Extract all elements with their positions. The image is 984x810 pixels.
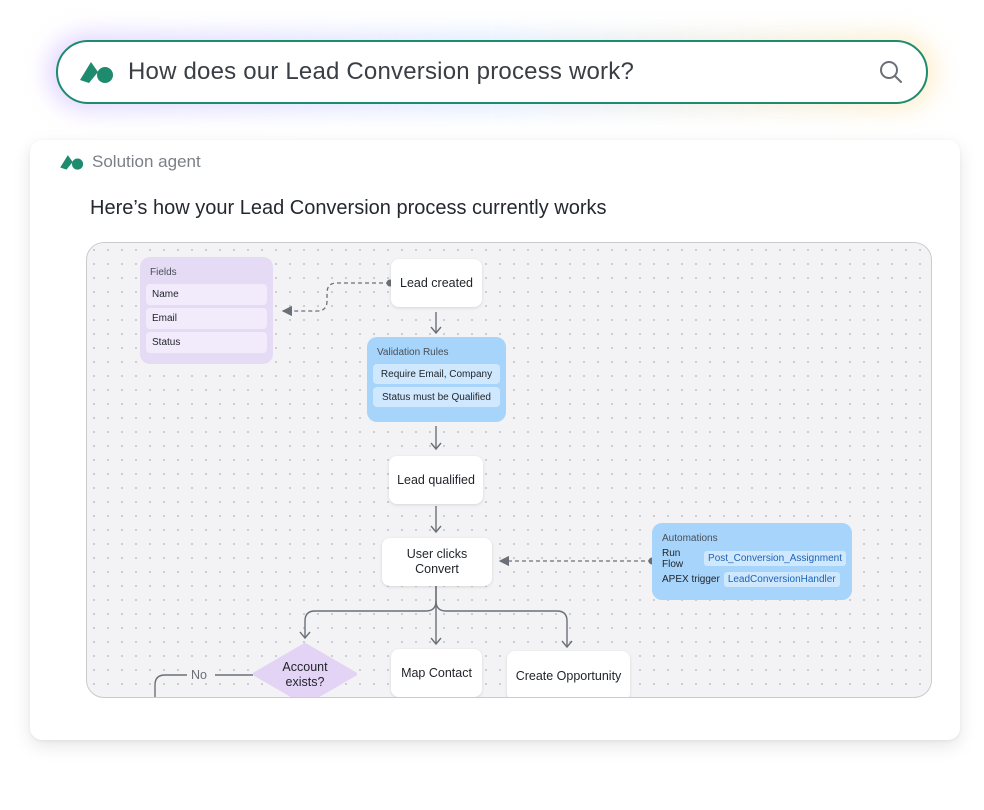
automation-tag[interactable]: Post_Conversion_Assignment — [704, 551, 846, 566]
solution-agent-logo-icon — [80, 62, 113, 83]
automations-panel[interactable]: Automations Run Flow Post_Conversion_Ass… — [652, 523, 852, 600]
node-label-line: exists? — [285, 675, 325, 689]
validation-rules-panel[interactable]: Validation Rules Require Email, Company … — [367, 337, 506, 422]
search-bar[interactable]: How does our Lead Conversion process wor… — [56, 40, 928, 104]
search-query[interactable]: How does our Lead Conversion process wor… — [128, 58, 634, 85]
validation-rule-row: Status must be Qualified — [373, 387, 500, 407]
fields-panel-title: Fields — [150, 267, 177, 278]
validation-rule-row: Require Email, Company — [373, 364, 500, 384]
node-user-clicks-convert[interactable]: User clicks Convert — [382, 538, 492, 586]
field-row: Email — [146, 308, 267, 329]
automation-row: Run Flow Post_Conversion_Assignment — [662, 547, 846, 570]
automation-row: APEX trigger LeadConversionHandler — [662, 571, 846, 588]
decision-diamond-shape[interactable] — [253, 643, 357, 698]
node-label-line: User clicks — [406, 547, 468, 561]
node-map-contact[interactable]: Map Contact — [391, 649, 482, 697]
node-account-exists: Account exists? — [253, 660, 357, 690]
node-label-line: Convert — [415, 562, 459, 576]
field-row: Name — [146, 284, 267, 305]
branch-label-no: No — [189, 668, 209, 682]
automations-panel-title: Automations — [662, 533, 718, 544]
node-create-opportunity[interactable]: Create Opportunity — [507, 651, 630, 697]
fields-panel[interactable]: Fields Name Email Status — [140, 257, 273, 364]
validation-panel-title: Validation Rules — [377, 347, 449, 358]
node-lead-qualified[interactable]: Lead qualified — [389, 456, 483, 504]
automation-tag[interactable]: LeadConversionHandler — [723, 572, 840, 587]
solution-agent-logo-icon — [60, 155, 84, 170]
automation-label: APEX trigger — [662, 574, 720, 585]
diagram-connectors — [154, 279, 656, 697]
flow-diagram-canvas[interactable]: Fields Name Email Status Lead created Va… — [86, 242, 932, 698]
answer-headline: Here’s how your Lead Conversion process … — [90, 197, 607, 219]
agent-name: Solution agent — [92, 152, 201, 171]
node-label-line: Account — [282, 660, 328, 674]
field-row: Status — [146, 332, 267, 353]
agent-header: Solution agent — [60, 152, 201, 172]
automation-label: Run Flow — [662, 547, 684, 570]
search-icon[interactable] — [878, 59, 904, 85]
node-lead-created[interactable]: Lead created — [391, 259, 482, 307]
